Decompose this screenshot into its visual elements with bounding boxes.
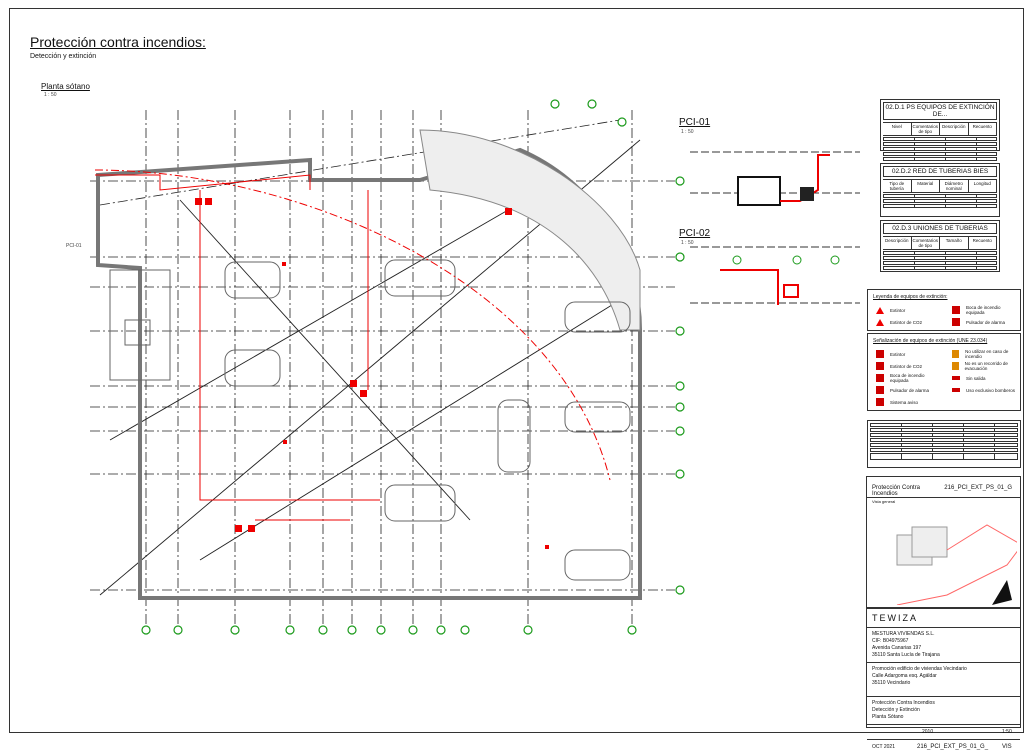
plano-code: 216_PCI_EXT_PS_01_G — [944, 485, 1012, 491]
legend-equipos: Leyenda de equipos de extinción: Extinto… — [867, 289, 1021, 331]
column-header: Material — [912, 180, 940, 192]
legend-title: Leyenda de equipos de extinción: — [873, 294, 948, 300]
warning-system-sign-icon — [876, 398, 884, 406]
co2-extinguisher-icon — [876, 318, 884, 326]
legend-item: No utilizar en caso de incendio — [965, 349, 1009, 359]
legend-item: Extintor — [890, 351, 906, 357]
company-logo: TEWIZA — [867, 607, 1020, 628]
client-city: 35110 Santa Lucía de Tirajana — [872, 652, 940, 658]
column-header: Descripción — [883, 237, 912, 249]
client-cif: CIF: B04975967 — [872, 638, 909, 644]
column-header: Nivel — [883, 123, 912, 135]
section-tag: PCI-01 — [66, 243, 82, 249]
revisions-table — [867, 420, 1021, 468]
alarm-sign-icon — [876, 386, 884, 394]
table-title: 02.D.2 RED DE TUBERIAS BIES — [883, 166, 997, 177]
no-use-fire-sign-icon — [952, 350, 960, 358]
view-label: Vista general — [872, 499, 896, 504]
legend-item: Uso exclusivo bomberos — [966, 387, 1016, 393]
project-city: 35110 Vecindario — [872, 680, 911, 686]
legend-item: Extintor — [890, 307, 906, 313]
co2-sign-icon — [876, 362, 884, 370]
sheet-scale: 1:50 — [1002, 729, 1012, 735]
table-equipos-extincion: 02.D.1 PS EQUIPOS DE EXTINCIÓN DE... Niv… — [880, 99, 1000, 161]
firefighters-only-sign-icon — [952, 388, 960, 392]
legend-item: Boca de incendio equipada — [889, 373, 925, 383]
plan-title-1: Protección Contra Incendios — [872, 700, 935, 706]
page-subtitle: Detección y extinción — [30, 53, 97, 60]
title-block: Protección Contra Incendios 216_PCI_EXT_… — [866, 476, 1023, 750]
column-header: Recuento — [969, 237, 998, 249]
column-header: Longitud — [969, 180, 997, 192]
no-exit-sign-icon — [952, 376, 960, 380]
fire-hose-icon — [952, 306, 960, 314]
column-header: Tipo de tubería — [883, 180, 912, 192]
legend-item: Sin salida — [966, 375, 986, 381]
project-number: 2010 — [922, 729, 934, 735]
column-header: Comentarios de tipo — [912, 237, 941, 249]
section-drawings — [690, 151, 860, 305]
plan-title-2: Detección y Extinción — [872, 707, 920, 713]
plan-scale: 1 : 50 — [44, 92, 57, 98]
extinguisher-sign-icon — [876, 350, 884, 358]
legend-item: Pulsador de alarma — [890, 387, 930, 393]
client-name: MESTURA VIVIENDAS S.L. — [872, 631, 935, 637]
plano-title: Protección Contra Incendios — [872, 485, 921, 497]
legend-item: Pulsador de alarma — [966, 319, 1006, 325]
alarm-button-icon — [952, 318, 960, 326]
page-title: Protección contra incendios: — [30, 34, 206, 50]
column-header: Recuento — [969, 123, 998, 135]
plan-title-3: Planta Sótano — [872, 714, 904, 720]
isometric-view — [896, 524, 1023, 606]
legend-item: Extintor de CO2 — [890, 363, 923, 369]
plan-label: Planta sótano — [41, 82, 90, 91]
grid-bubbles — [141, 99, 685, 635]
table-title: 02.D.1 PS EQUIPOS DE EXTINCIÓN DE... — [883, 102, 997, 120]
column-header: Descripción — [940, 123, 969, 135]
project-name: Promoción edificio de viviendas Vecindar… — [872, 666, 967, 672]
section-label-pci-01: PCI-01 — [679, 117, 711, 128]
sheet-status: VIS — [1002, 744, 1012, 750]
extinguisher-icon — [876, 306, 884, 314]
sheet-date: OCT 2021 — [872, 744, 895, 750]
hose-sign-icon — [876, 374, 884, 382]
no-exit-route-sign-icon — [952, 362, 959, 370]
legend-item: Sistema aviso — [890, 399, 919, 405]
section-scale-pci-01: 1 : 50 — [681, 129, 694, 135]
legend-item: Extintor de CO2 — [890, 319, 923, 325]
section-scale-pci-02: 1 : 50 — [681, 240, 694, 246]
column-header: Tamaño — [940, 237, 969, 249]
grid-lines — [90, 110, 675, 625]
column-header: Comentarios de tipo — [912, 123, 941, 135]
legend-item: Boca de incendio equipada — [965, 305, 1001, 315]
column-header: Diámetro nominal — [940, 180, 969, 192]
client-address: Avenida Canarias 197 — [872, 645, 922, 651]
file-name: 216_PCI_EXT_PS_01_G_ — [917, 744, 989, 750]
table-title: 02.D.3 UNIONES DE TUBERIAS — [883, 223, 997, 234]
section-label-pci-02: PCI-02 — [679, 228, 711, 239]
table-red-tuberias: 02.D.2 RED DE TUBERIAS BIES Tipo de tube… — [880, 163, 1000, 217]
legend-senalizacion: Señalización de equipos de extinción (UN… — [867, 333, 1021, 411]
floor-plan-drawing — [90, 99, 685, 635]
legend-title: Señalización de equipos de extinción (UN… — [873, 338, 988, 344]
project-address: Calle Adargoma esq. Agáldar — [872, 673, 937, 679]
legend-item: No es un recorrido de evacuación — [964, 361, 1008, 371]
